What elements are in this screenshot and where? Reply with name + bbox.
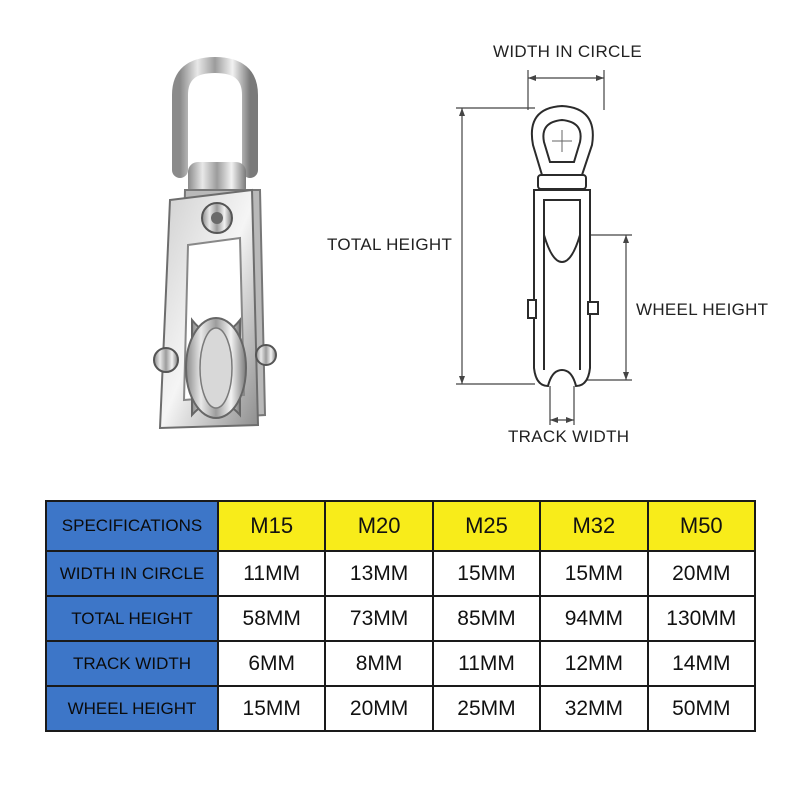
table-cell: 15MM	[431, 550, 542, 597]
table-cell: 85MM	[431, 595, 542, 642]
table-cell: 94MM	[539, 595, 649, 642]
track-width-label: TRACK WIDTH	[508, 427, 630, 446]
model-m25: M25	[431, 500, 542, 552]
specifications-header: SPECIFICATIONS	[45, 500, 219, 552]
table-cell: 50MM	[646, 685, 757, 732]
table-cell: 14MM	[646, 640, 757, 687]
shackle-loop	[172, 56, 258, 178]
table-row: WIDTH IN CIRCLE 11MM 13MM 15MM 15MM 20MM	[45, 550, 757, 597]
total-height-label: TOTAL HEIGHT	[327, 235, 453, 254]
model-m32: M32	[539, 500, 649, 552]
table-cell: 6MM	[216, 640, 327, 687]
axle-bolt-left	[153, 347, 179, 373]
model-m20: M20	[324, 500, 434, 552]
table-cell: 15MM	[216, 685, 327, 732]
model-m15: M15	[216, 500, 327, 552]
dimension-diagram	[456, 70, 632, 425]
table-header-row: SPECIFICATIONS M15 M20 M25 M32 M50	[45, 500, 757, 552]
row-label: TRACK WIDTH	[45, 640, 219, 687]
table-cell: 130MM	[646, 595, 757, 642]
specifications-table: SPECIFICATIONS M15 M20 M25 M32 M50 WIDTH…	[45, 500, 757, 732]
table-row: WHEEL HEIGHT 15MM 20MM 25MM 32MM 50MM	[45, 685, 757, 732]
wheel-height-label: WHEEL HEIGHT	[636, 300, 769, 319]
row-label: WHEEL HEIGHT	[45, 685, 219, 732]
table-cell: 15MM	[539, 550, 649, 597]
table-cell: 11MM	[431, 640, 542, 687]
table-cell: 20MM	[646, 550, 757, 597]
table-cell: 8MM	[324, 640, 434, 687]
table-cell: 13MM	[324, 550, 434, 597]
table-row: TRACK WIDTH 6MM 8MM 11MM 12MM 14MM	[45, 640, 757, 687]
width-in-circle-label: WIDTH IN CIRCLE	[493, 42, 642, 61]
model-m50: M50	[646, 500, 757, 552]
table-cell: 20MM	[324, 685, 434, 732]
axle-bolt-right	[255, 344, 277, 366]
pulley-photo	[153, 56, 277, 430]
table-cell: 58MM	[216, 595, 327, 642]
row-label: WIDTH IN CIRCLE	[45, 550, 219, 597]
table-cell: 25MM	[431, 685, 542, 732]
table-row: TOTAL HEIGHT 58MM 73MM 85MM 94MM 130MM	[45, 595, 757, 642]
table-cell: 12MM	[539, 640, 649, 687]
table-cell: 32MM	[539, 685, 649, 732]
table-cell: 11MM	[216, 550, 327, 597]
row-label: TOTAL HEIGHT	[45, 595, 219, 642]
table-cell: 73MM	[324, 595, 434, 642]
